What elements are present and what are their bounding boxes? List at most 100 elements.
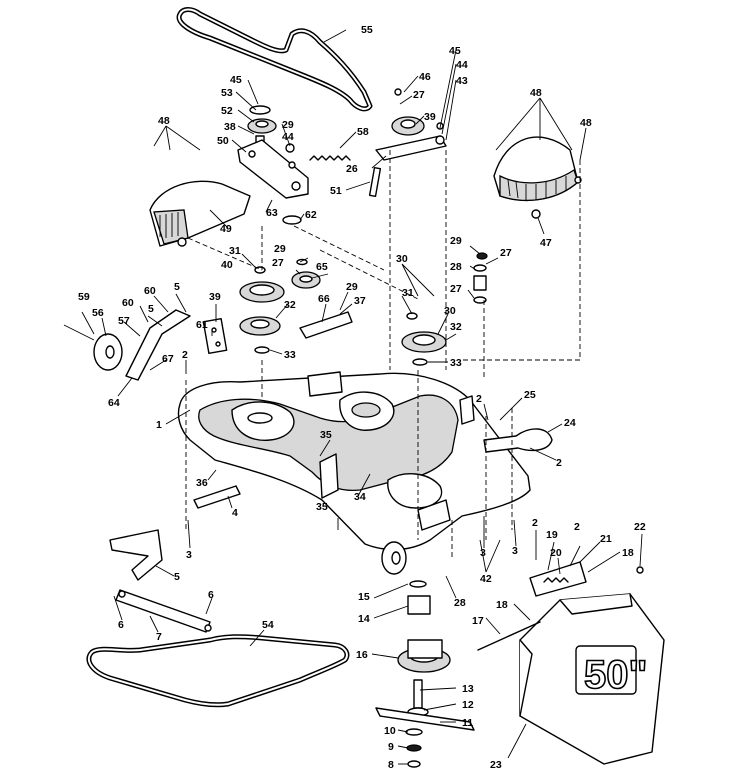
callout-18: 18: [496, 599, 508, 611]
callout-34: 34: [354, 491, 366, 503]
callout-48: 48: [158, 115, 170, 127]
callout-51: 51: [330, 185, 342, 197]
callout-labels: 55 45 46 27 53 52 38 50 29 44 58 45 44 4…: [78, 24, 646, 771]
bracket-37: [299, 311, 353, 339]
callout-5: 5: [174, 281, 180, 293]
right-spindle-pulley: [401, 312, 447, 366]
brace-24: [483, 428, 553, 453]
center-idler-pulley: [291, 258, 321, 289]
discharge-chute: 50": [519, 593, 665, 765]
callout-46: 46: [419, 71, 431, 83]
idler-arm-right: [375, 88, 447, 161]
callout-45: 45: [230, 74, 242, 86]
callout-48: 48: [580, 117, 592, 129]
callout-leader-lines: [81, 29, 643, 765]
callout-43: 43: [456, 75, 468, 87]
callout-47: 47: [540, 237, 552, 249]
callout-12: 12: [462, 699, 474, 711]
spacer-stack-right: [473, 252, 488, 304]
callout-60: 60: [122, 297, 134, 309]
callout-39: 39: [209, 291, 221, 303]
callout-56: 56: [92, 307, 104, 319]
upper-drive-belt: [176, 7, 373, 112]
callout-29: 29: [282, 119, 294, 131]
callout-18: 18: [622, 547, 634, 559]
callout-2: 2: [556, 457, 562, 469]
callout-37: 37: [354, 295, 366, 307]
blade-hardware: [405, 728, 423, 768]
callout-35: 35: [316, 501, 328, 513]
callout-6: 6: [208, 589, 214, 601]
callout-27: 27: [272, 257, 284, 269]
deck-hanger-link: [193, 485, 241, 509]
callout-3: 3: [512, 545, 518, 557]
spindle-assembly: [397, 580, 451, 717]
bracket-5: [109, 529, 163, 581]
washer-62: [282, 215, 302, 225]
callout-2: 2: [532, 517, 538, 529]
callout-36: 36: [196, 477, 208, 489]
callout-29: 29: [274, 243, 286, 255]
callout-62: 62: [305, 209, 317, 221]
callout-32: 32: [450, 321, 462, 333]
callout-1: 1: [156, 419, 162, 431]
chute-spring-bracket: [529, 561, 644, 597]
callout-39: 39: [424, 111, 436, 123]
callout-57: 57: [118, 315, 130, 327]
callout-44: 44: [282, 131, 294, 143]
deck-size-badge: 50": [584, 653, 647, 697]
callout-31: 31: [402, 287, 414, 299]
callout-8: 8: [388, 759, 394, 771]
gauge-wheel-assembly: [63, 309, 228, 381]
callout-5: 5: [174, 571, 180, 583]
deck-wheel-right: [381, 541, 407, 575]
callout-3: 3: [480, 547, 486, 559]
callout-27: 27: [500, 247, 512, 259]
callout-6: 6: [118, 619, 124, 631]
callout-58: 58: [357, 126, 369, 138]
callout-35: 35: [320, 429, 332, 441]
callout-42: 42: [480, 573, 492, 585]
chute-rod: [477, 621, 541, 651]
callout-53: 53: [221, 87, 233, 99]
callout-14: 14: [358, 613, 370, 625]
callout-15: 15: [358, 591, 370, 603]
callout-45: 45: [449, 45, 461, 57]
callout-44: 44: [456, 59, 468, 71]
callout-65: 65: [316, 261, 328, 273]
callout-10: 10: [384, 725, 396, 737]
callout-27: 27: [450, 283, 462, 295]
callout-49: 49: [220, 223, 232, 235]
bolt-51: [368, 166, 382, 198]
callout-2: 2: [182, 349, 188, 361]
callout-26: 26: [346, 163, 358, 175]
callout-11: 11: [462, 717, 473, 729]
lower-deck-belt: [86, 634, 350, 708]
callout-38: 38: [224, 121, 236, 133]
callout-7: 7: [156, 631, 162, 643]
callout-2: 2: [476, 393, 482, 405]
callout-40: 40: [221, 259, 233, 271]
callout-59: 59: [78, 291, 90, 303]
callout-16: 16: [356, 649, 368, 661]
callout-29: 29: [346, 281, 358, 293]
callout-24: 24: [564, 417, 576, 429]
callout-5: 5: [148, 303, 154, 315]
callout-67: 67: [162, 353, 174, 365]
mower-blade: [375, 707, 475, 731]
callout-19: 19: [546, 529, 558, 541]
callout-4: 4: [232, 507, 238, 519]
callout-25: 25: [524, 389, 536, 401]
callout-22: 22: [634, 521, 646, 533]
left-spindle-pulley: [239, 266, 285, 354]
callout-29: 29: [450, 235, 462, 247]
callout-13: 13: [462, 683, 474, 695]
right-spindle-cover: [493, 136, 582, 219]
callout-64: 64: [108, 397, 120, 409]
callout-48: 48: [530, 87, 542, 99]
left-spindle-cover: [149, 180, 251, 247]
callout-61: 61: [196, 319, 208, 331]
callout-3: 3: [186, 549, 192, 561]
callout-33: 33: [284, 349, 296, 361]
